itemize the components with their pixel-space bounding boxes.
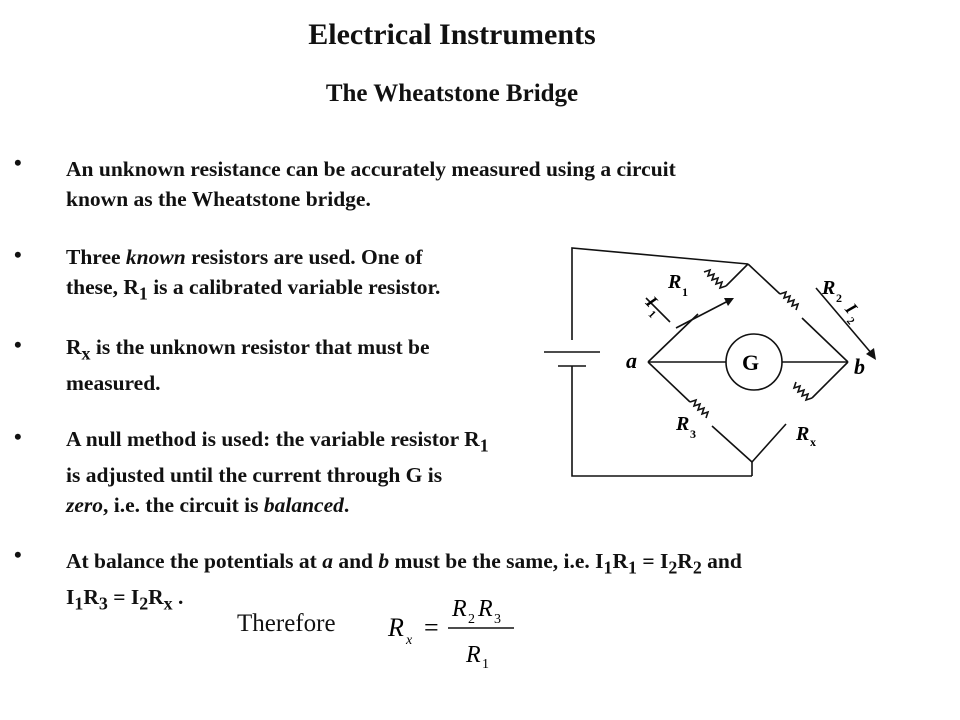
bullet-2-line-1: Three known resistors are used. One of [66, 245, 423, 269]
i1-label: I [641, 291, 662, 312]
bullet-5: At balance the potentials at a and b mus… [66, 546, 742, 619]
r1-label: R [667, 271, 681, 293]
bullet-1-line-2: known as the Wheatstone bridge. [66, 187, 371, 211]
bullet-4: A null method is used: the variable resi… [66, 424, 489, 520]
rx-sub: x [810, 435, 816, 449]
formula-num-r3-sub: 3 [494, 612, 501, 627]
bullet-5-line-2: I1R3 = I2Rx . [66, 585, 184, 614]
resistor-rx-zigzag [792, 381, 813, 402]
therefore-label: Therefore [237, 610, 336, 637]
formula-num-r2: R [451, 596, 467, 622]
galvanometer-label: G [742, 350, 759, 375]
bullet-1-line-1: An unknown resistance can be accurately … [66, 157, 676, 181]
wire-top [571, 247, 749, 340]
resistor-r1-zigzag [703, 268, 727, 290]
bullet-marker-1: • [14, 150, 22, 175]
wire-r2-to-b [801, 317, 849, 363]
bullet-4-line-3: zero, i.e. the circuit is balanced. [66, 493, 350, 518]
arrowhead-variable [724, 298, 734, 306]
formula-num-r3: R [477, 596, 493, 622]
current-i2-arrow [815, 287, 873, 355]
node-a-label: a [626, 348, 637, 373]
wire-bottom [571, 366, 752, 477]
bullet-3: Rx is the unknown resistor that must be … [66, 332, 430, 398]
current-i1-arrow [645, 297, 671, 323]
page-subtitle: The Wheatstone Bridge [325, 80, 579, 107]
bullet-4-line-1: A null method is used: the variable resi… [66, 427, 489, 456]
rx-label: R [795, 423, 809, 445]
bullet-5-line-1: At balance the potentials at a and b mus… [66, 549, 742, 578]
formula-den-r1: R [465, 642, 481, 668]
arrowhead-i2 [866, 348, 876, 360]
variable-resistor-arrow [675, 299, 731, 329]
r1-sub: 1 [682, 285, 688, 299]
formula-equals: = [424, 613, 439, 642]
bullet-1: An unknown resistance can be accurately … [66, 154, 676, 214]
bullet-3-line-2: measured. [66, 371, 161, 396]
formula-lhs-sub: x [405, 633, 413, 648]
formula-lhs: R [387, 613, 404, 642]
bullet-3-line-1: Rx is the unknown resistor that must be [66, 335, 430, 364]
page-title: Electrical Instruments [308, 18, 596, 51]
r3-sub: 3 [690, 427, 696, 441]
wheatstone-bridge-diagram: G a b R 1 R 2 R 3 R x I 1 I 2 [544, 247, 876, 477]
i2-label: I [841, 298, 862, 318]
wire-r1-to-a [647, 313, 699, 363]
resistor-r2-zigzag [779, 290, 800, 311]
bullet-2: Three known resistors are used. One of t… [66, 242, 440, 308]
bullet-marker-3: • [14, 332, 22, 357]
formula-num-r2-sub: 2 [468, 612, 475, 627]
bullet-marker-5: • [14, 542, 22, 567]
node-b-label: b [854, 354, 865, 379]
r2-label: R [821, 277, 835, 299]
bullet-marker-4: • [14, 424, 22, 449]
formula-den-r1-sub: 1 [482, 657, 489, 672]
r3-label: R [675, 413, 689, 435]
formula-rx: R x = R 2 R 3 R 1 [387, 596, 514, 672]
galvanometer-circle [725, 333, 783, 391]
r2-sub: 2 [836, 291, 842, 305]
bullet-2-line-2: these, R1 is a calibrated variable resis… [66, 275, 441, 304]
bullet-4-line-2: is adjusted until the current through G … [66, 463, 443, 488]
bullet-marker-2: • [14, 242, 22, 267]
resistor-r3-zigzag [689, 398, 710, 419]
